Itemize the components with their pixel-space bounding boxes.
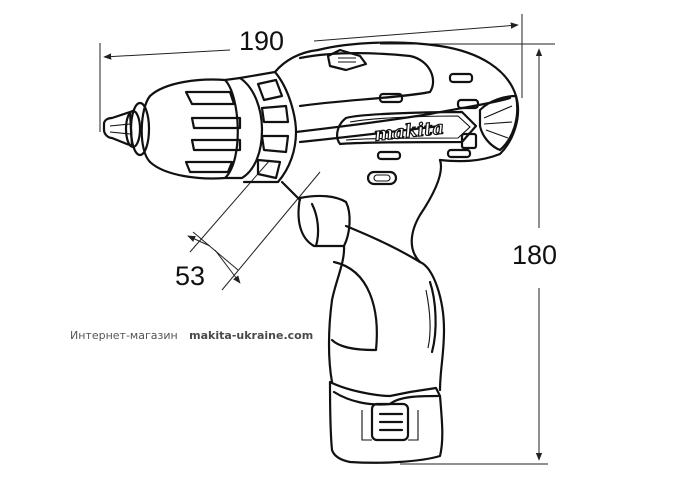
battery-pack <box>328 380 444 464</box>
logo-panel <box>336 110 478 146</box>
dimension-chuck-label: 53 <box>175 261 206 291</box>
chuck-tip <box>102 101 151 157</box>
watermark-site: makita-ukraine.com <box>189 329 314 342</box>
clutch-ring <box>238 48 320 184</box>
dimension-height-label: 180 <box>512 240 558 270</box>
motor-housing <box>294 41 520 163</box>
dimension-chuck-53 <box>187 159 321 291</box>
dimension-length-label: 190 <box>239 26 285 56</box>
dimension-length-190 <box>99 14 523 132</box>
handle <box>280 158 446 392</box>
led-button <box>366 170 398 186</box>
watermark: Интернет-магазин makita-ukraine.com <box>70 329 313 342</box>
drill-illustration <box>102 41 520 464</box>
watermark-label: Интернет-магазин <box>70 329 178 342</box>
chuck-sleeve <box>140 76 264 180</box>
